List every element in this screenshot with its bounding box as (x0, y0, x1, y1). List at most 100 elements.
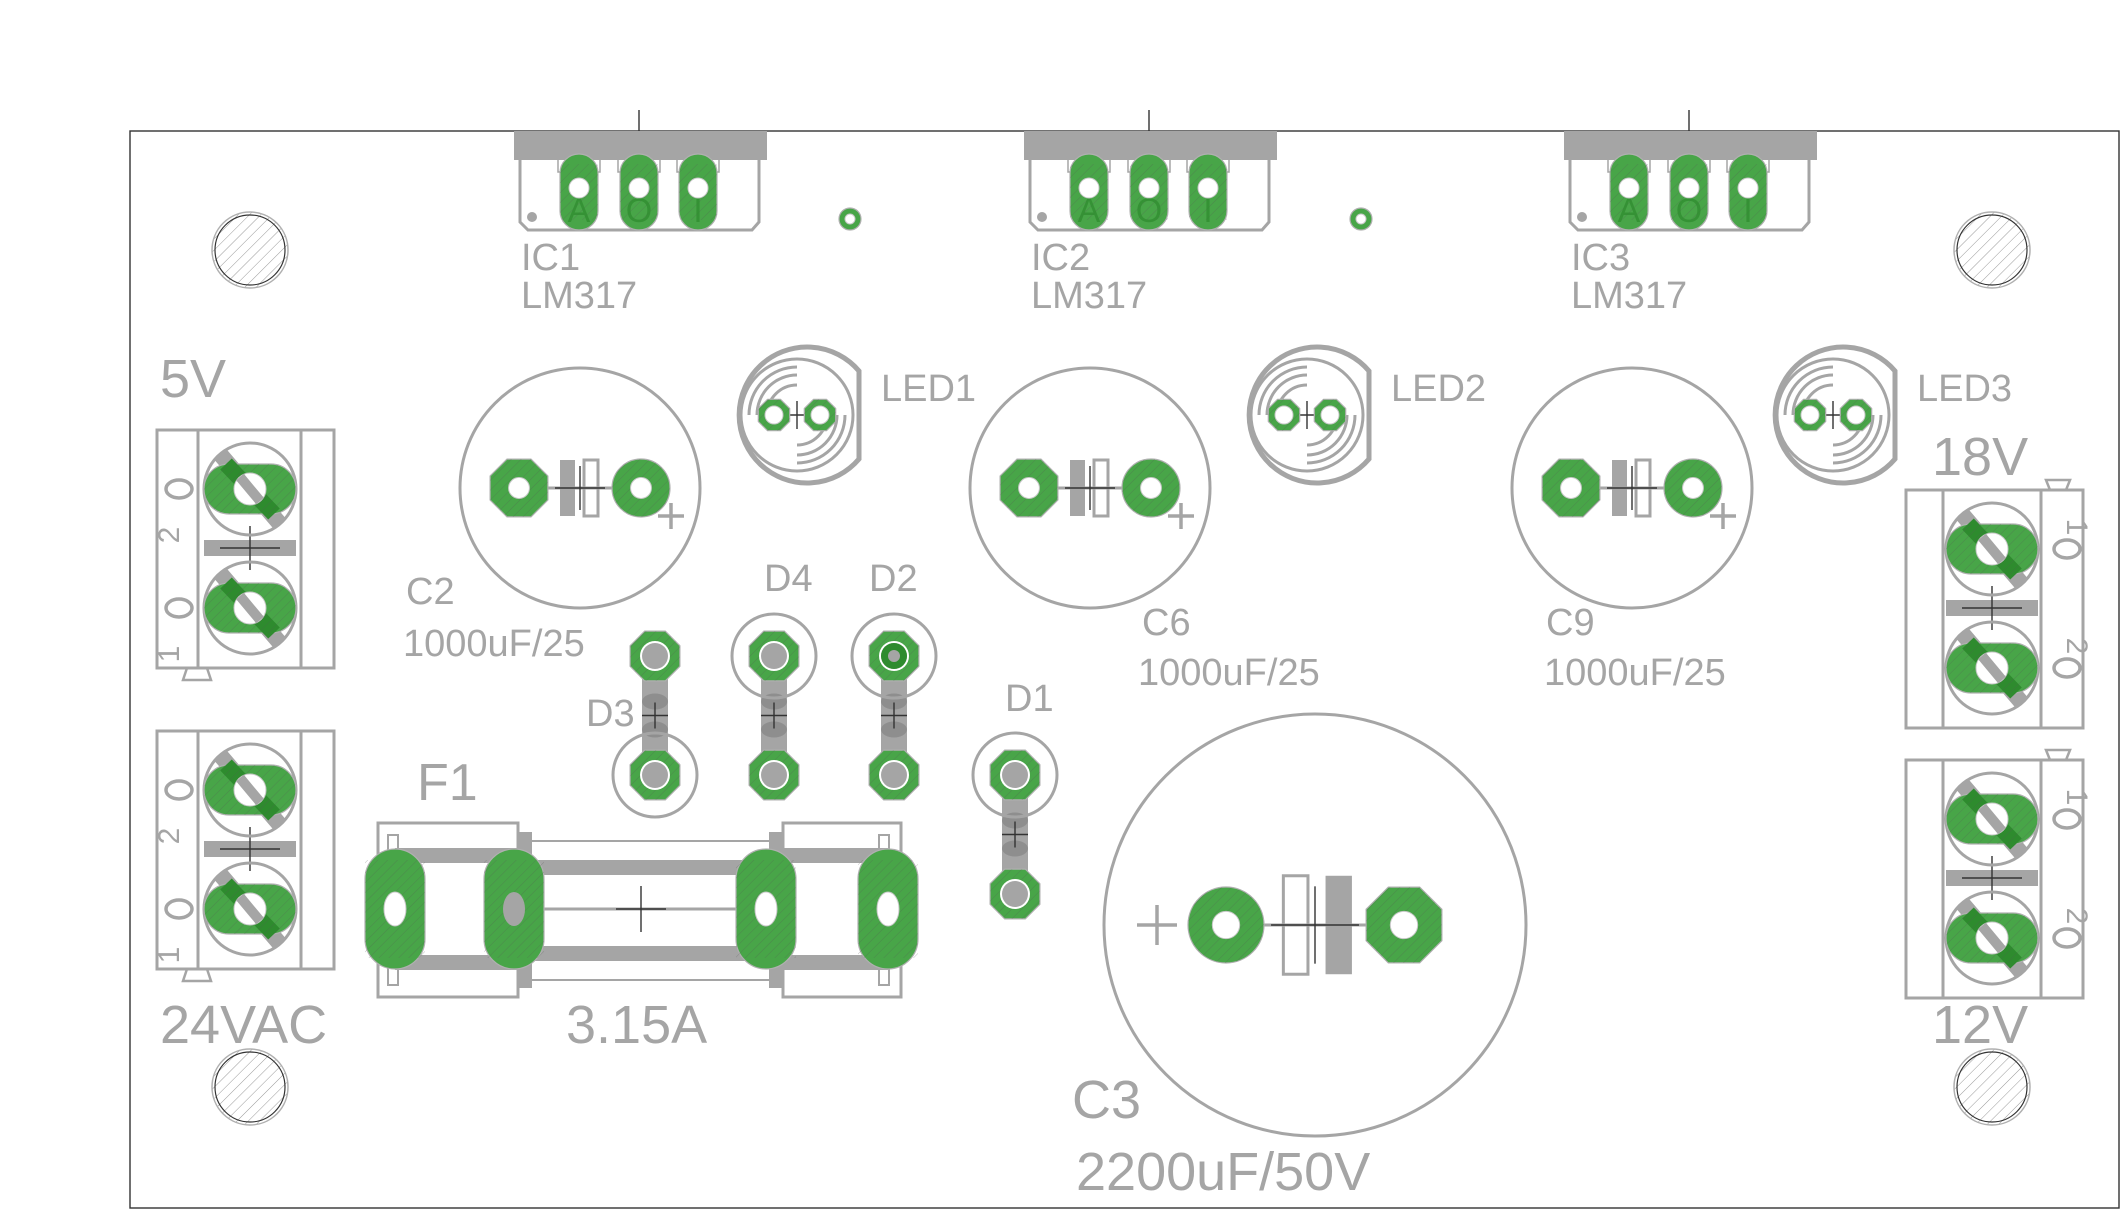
regulator-value-label: LM317 (521, 275, 637, 317)
screw-terminal: 1 (153, 861, 298, 964)
pin-label: I (1743, 192, 1752, 230)
capacitor-value-label: 2200uF/50V (1076, 1142, 1370, 1202)
regulator-pin: O (1127, 149, 1171, 231)
terminal-pin-label: 1 (153, 646, 186, 663)
led-pad (1313, 398, 1347, 432)
capacitor-pad-positive (1187, 886, 1265, 964)
capacitor-ref-label: C2 (406, 571, 455, 613)
terminal-ring-glyph (164, 478, 194, 500)
regulator-value-label: LM317 (1571, 275, 1687, 317)
pin-label: O (1136, 192, 1162, 230)
pin-label: I (1203, 192, 1212, 230)
diode-pad (629, 749, 681, 801)
led-group: LED1 LED2 LED3 (736, 344, 2012, 486)
regulator-pin: A (1607, 149, 1651, 231)
capacitor-value-label: 1000uF/25 (1544, 652, 1726, 694)
capacitor-value-label: 1000uF/25 (403, 623, 585, 665)
terminal-5v: 2 1 5V (153, 349, 336, 682)
via (1349, 207, 1373, 231)
diode-pad (748, 630, 800, 682)
mounting-holes (211, 211, 2031, 1126)
screw-terminal: 1 (153, 560, 298, 663)
diode-ref-label: D4 (764, 558, 813, 600)
polarity-plus-icon (1710, 503, 1736, 529)
regulator-ref-label: IC3 (1571, 237, 1630, 279)
polarity-plus-icon (1168, 503, 1194, 529)
diode-pad (868, 749, 920, 801)
terminal-ring-glyph (2052, 657, 2082, 679)
regulator-pin: O (617, 149, 661, 231)
capacitor-pad-negative (1541, 458, 1601, 518)
terminal-pin-label: 1 (2060, 519, 2093, 536)
screw-terminal: 2 (1944, 890, 2093, 986)
regulator-value-label: LM317 (1031, 275, 1147, 317)
regulator-pin: A (1067, 149, 1111, 231)
pin-label: O (1676, 192, 1702, 230)
capacitor-pad-negative (1365, 886, 1443, 964)
terminal-pin-label: 1 (153, 947, 186, 964)
screw-terminal: 1 (1944, 771, 2093, 867)
led-pad (1839, 398, 1873, 432)
terminal-voltage-label: 5V (160, 349, 226, 409)
pin-label: A (1078, 192, 1101, 230)
pin-label: O (626, 192, 652, 230)
terminal-ring-glyph (2052, 927, 2082, 949)
led-pad (803, 398, 837, 432)
terminal-ring-glyph (164, 898, 194, 920)
fuse-pad (857, 848, 919, 970)
screw-terminal: 2 (153, 441, 298, 544)
regulator-pin: I (676, 149, 720, 231)
terminal-12v: 1 2 12V (1904, 748, 2093, 1055)
mounting-hole (1953, 1048, 2031, 1126)
capacitor-pad-positive (1663, 458, 1723, 518)
mounting-hole (1953, 211, 2031, 289)
led-pad (1793, 398, 1827, 432)
mounting-hole (211, 211, 289, 289)
terminal-18v: 1 2 18V (1904, 427, 2093, 730)
terminal-pin-label: 2 (153, 527, 186, 544)
diode-d1: D1 (971, 678, 1059, 920)
capacitor-c2: C2 1000uF/25 (403, 366, 702, 665)
terminal-ring-glyph (2052, 808, 2082, 830)
terminal-voltage-label: 18V (1932, 427, 2028, 487)
fuse-f1: F1 3.15A (364, 754, 919, 1055)
led-ref-label: LED3 (1917, 368, 2012, 410)
pin-label: I (693, 192, 702, 230)
mounting-hole (211, 1048, 289, 1126)
led-pad (757, 398, 791, 432)
led-led2: LED2 (1246, 344, 1486, 486)
terminal-pin-label: 1 (2060, 789, 2093, 806)
terminal-pin-label: 2 (153, 828, 186, 845)
terminal-voltage-label: 12V (1932, 995, 2028, 1055)
capacitor-ref-label: C3 (1072, 1070, 1141, 1130)
via (838, 207, 862, 231)
screw-terminal: 2 (1944, 620, 2093, 716)
diode-ref-label: D1 (1005, 678, 1054, 720)
fuse-pad (364, 848, 426, 970)
fuse-value-label: 3.15A (566, 995, 707, 1055)
led-led1: LED1 (736, 344, 976, 486)
terminal-ring-glyph (164, 779, 194, 801)
fuse-pad (735, 848, 797, 970)
diode-pad (748, 749, 800, 801)
capacitor-ref-label: C6 (1142, 602, 1191, 644)
fuse-ref-label: F1 (417, 754, 478, 812)
diode-ref-label: D2 (869, 558, 918, 600)
capacitor-pad-positive (1121, 458, 1181, 518)
capacitor-ref-label: C9 (1546, 602, 1595, 644)
capacitor-pad-negative (489, 458, 549, 518)
screw-terminal: 2 (153, 742, 298, 845)
diode-pad (989, 868, 1041, 920)
led-ref-label: LED2 (1391, 368, 1486, 410)
screw-terminal: 1 (1944, 501, 2093, 597)
led-pad (1267, 398, 1301, 432)
terminal-pin-label: 2 (2060, 908, 2093, 925)
terminal-ring-glyph (164, 597, 194, 619)
